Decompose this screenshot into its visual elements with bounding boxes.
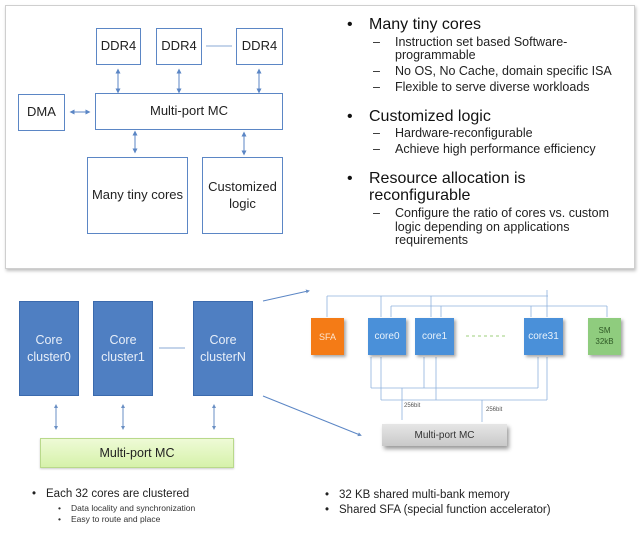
- cluster-sub-bullet: •Easy to route and place: [58, 514, 161, 524]
- cluster-label-line1: Core: [35, 333, 63, 348]
- core-block-31: core31: [524, 318, 563, 355]
- sfa-bullet: •Shared SFA (special function accelerato…: [325, 504, 551, 516]
- shared-memory-block: SM 32kB: [588, 318, 621, 355]
- multiport-mc-label: Multi-port MC: [414, 429, 475, 441]
- customized-logic-box: Customized logic: [202, 157, 283, 234]
- dma-label: DMA: [27, 104, 56, 120]
- bullet-item: Configure the ratio of cores vs. custom …: [345, 206, 625, 248]
- bullet-heading: Many tiny cores: [345, 16, 625, 34]
- cluster-sub-bullet-text: Easy to route and place: [71, 514, 161, 524]
- bus-width-label: 256bit: [404, 403, 421, 409]
- sm-label-line1: SM: [598, 326, 611, 336]
- cluster-sub-bullet-text: Data locality and synchronization: [71, 503, 196, 513]
- ddr4-box-3: DDR4: [236, 28, 283, 65]
- ddr4-box-2: DDR4: [156, 28, 202, 65]
- zoom-callout-top: [262, 289, 310, 302]
- bullet-item: Achieve high performance efficiency: [345, 142, 625, 157]
- bullet-group-resource-allocation: Resource allocation is reconfigurable Co…: [345, 170, 625, 248]
- bus-width-label: 256bit: [486, 407, 503, 413]
- core-bus-lines: [326, 290, 608, 422]
- multiport-mc-label: Multi-port MC: [99, 446, 175, 460]
- cluster-label-line2: clusterN: [200, 349, 246, 364]
- cluster-bullet: •Each 32 cores are clustered: [32, 488, 190, 500]
- cluster-label-line1: Core: [209, 333, 237, 348]
- ddr4-label: DDR4: [241, 38, 278, 54]
- multiport-mc-label: Multi-port MC: [149, 103, 228, 119]
- ddr4-box-1: DDR4: [96, 28, 141, 65]
- sfa-bullet-text: Shared SFA (special function accelerator…: [339, 504, 551, 516]
- bullet-item: No OS, No Cache, domain specific ISA: [345, 64, 625, 79]
- bullet-item: Flexible to serve diverse workloads: [345, 80, 625, 95]
- memory-bullet: •32 KB shared multi-bank memory: [325, 489, 510, 501]
- memory-bullet-text: 32 KB shared multi-bank memory: [339, 489, 510, 501]
- core-cluster-0: Core cluster0: [19, 301, 79, 396]
- customized-logic-label-line1: Customized: [208, 179, 277, 195]
- ddr4-label: DDR4: [161, 38, 197, 54]
- bullet-item: Instruction set based Software-programma…: [345, 35, 625, 64]
- many-tiny-cores-box: Many tiny cores: [87, 157, 188, 234]
- zoom-callout-bottom: [262, 395, 362, 437]
- dma-box: DMA: [18, 94, 65, 131]
- bullet-heading: Resource allocation is reconfigurable: [345, 170, 579, 205]
- customized-logic-label-line2: logic: [229, 195, 256, 211]
- core-label: core0: [374, 331, 400, 342]
- sfa-block: SFA: [311, 318, 344, 355]
- sm-label-line2: 32kB: [595, 336, 614, 346]
- core-label: core31: [528, 331, 559, 342]
- core-cluster-n: Core clusterN: [193, 301, 253, 396]
- ddr4-label: DDR4: [100, 38, 137, 54]
- cluster-label-line1: Core: [109, 333, 137, 348]
- multiport-mc-core-box: Multi-port MC: [382, 424, 507, 446]
- sfa-label: SFA: [318, 331, 336, 342]
- core-cluster-1: Core cluster1: [93, 301, 153, 396]
- multiport-mc-cluster-box: Multi-port MC: [40, 438, 234, 468]
- multiport-mc-box: Multi-port MC: [95, 93, 283, 130]
- core-label: core1: [421, 331, 447, 342]
- cluster-label-line2: cluster1: [101, 349, 145, 364]
- bullet-heading: Customized logic: [345, 108, 625, 126]
- top-bullet-list: Many tiny cores Instruction set based So…: [345, 16, 625, 261]
- core-block-0: core0: [368, 318, 406, 355]
- cluster-sub-bullet: •Data locality and synchronization: [58, 503, 196, 513]
- many-tiny-cores-label: Many tiny cores: [91, 187, 184, 203]
- cluster-label-line2: cluster0: [27, 349, 71, 364]
- bullet-group-customized-logic: Customized logic Hardware-reconfigurable…: [345, 108, 625, 157]
- cluster-bullet-text: Each 32 cores are clustered: [46, 488, 190, 500]
- bullet-group-many-tiny-cores: Many tiny cores Instruction set based So…: [345, 16, 625, 95]
- core-block-1: core1: [415, 318, 454, 355]
- bullet-item: Hardware-reconfigurable: [345, 126, 625, 141]
